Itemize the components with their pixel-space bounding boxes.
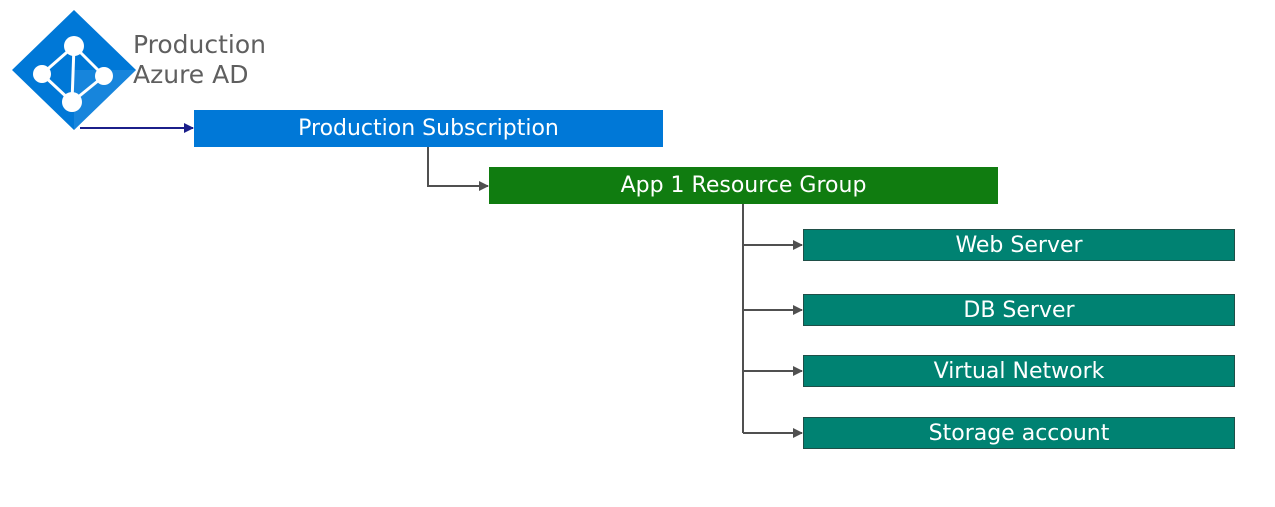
azure-ad-title-line1: Production [133,30,267,59]
azure-ad-title-line2: Azure AD [133,60,249,89]
azure-ad-title: Production Azure AD [133,30,266,90]
azure-ad-icon [12,10,136,130]
resource-box-virtual-network: Virtual Network [803,355,1235,387]
resource-box-storage-account: Storage account [803,417,1235,449]
resource-box-db-server: DB Server [803,294,1235,326]
subscription-box: Production Subscription [194,110,663,147]
resource-box-web-server: Web Server [803,229,1235,261]
resource-group-box: App 1 Resource Group [489,167,998,204]
subscription-to-group-connector [427,147,489,191]
